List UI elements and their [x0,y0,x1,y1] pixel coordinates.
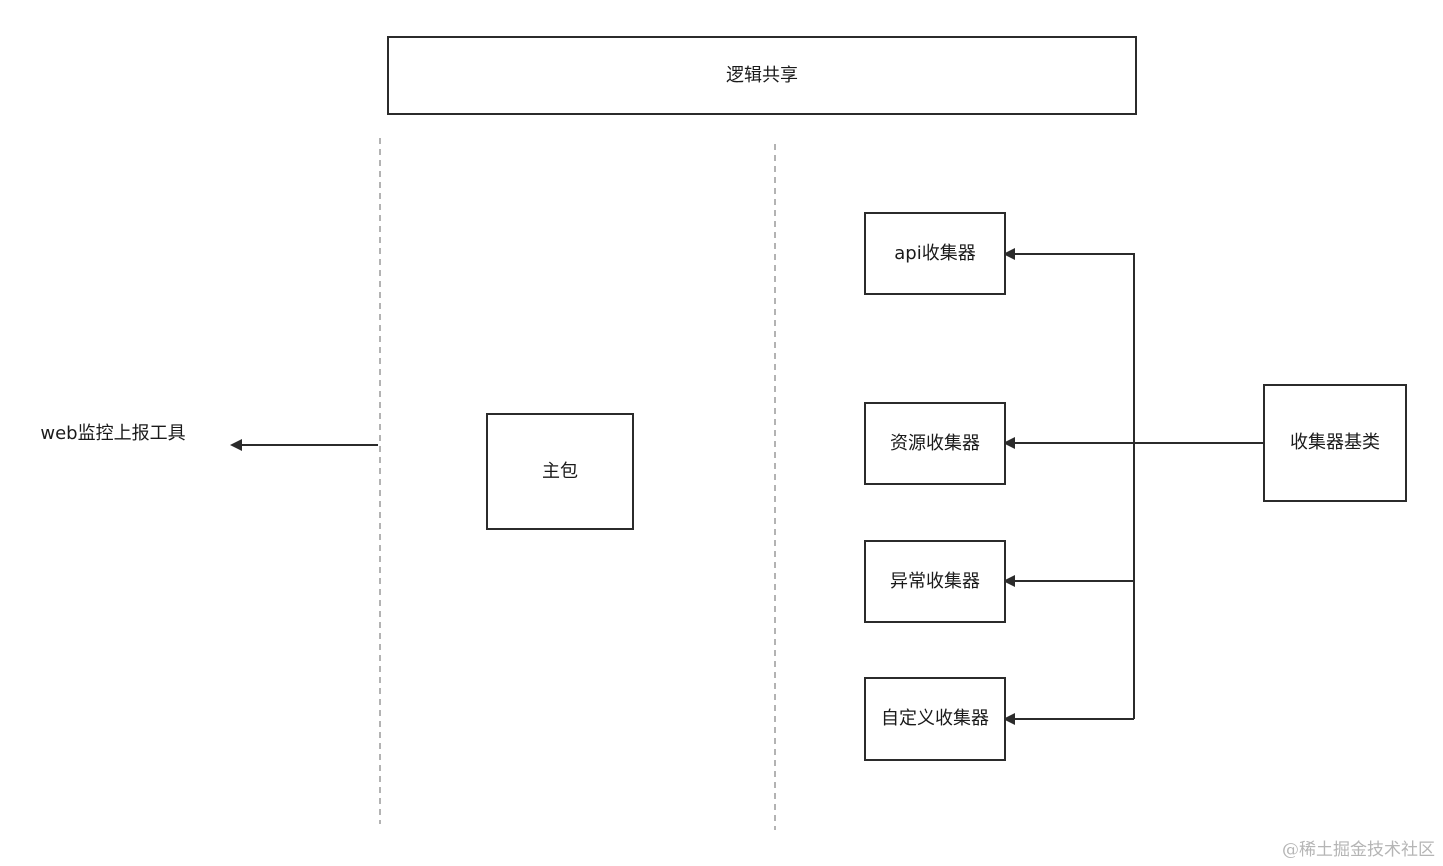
api-collector-box[interactable]: api收集器 [864,212,1006,295]
shared-logic-label: 逻辑共享 [726,64,798,86]
collector-base-box[interactable]: 收集器基类 [1263,384,1407,502]
web-tool-label[interactable]: web监控上报工具 [40,423,186,444]
error-collector-box[interactable]: 异常收集器 [864,540,1006,623]
main-package-box[interactable]: 主包 [486,413,634,530]
custom-collector-label: 自定义收集器 [881,708,989,729]
error-collector-label: 异常收集器 [890,570,980,592]
resource-collector-label: 资源收集器 [890,432,980,454]
shared-logic-box[interactable]: 逻辑共享 [387,36,1137,115]
watermark: @稀土掘金技术社区 [1282,840,1435,860]
api-collector-label: api收集器 [894,242,976,264]
resource-collector-box[interactable]: 资源收集器 [864,402,1006,485]
main-package-label: 主包 [542,460,578,482]
custom-collector-box[interactable]: 自定义收集器 [864,677,1006,761]
collector-base-label: 收集器基类 [1290,432,1380,453]
